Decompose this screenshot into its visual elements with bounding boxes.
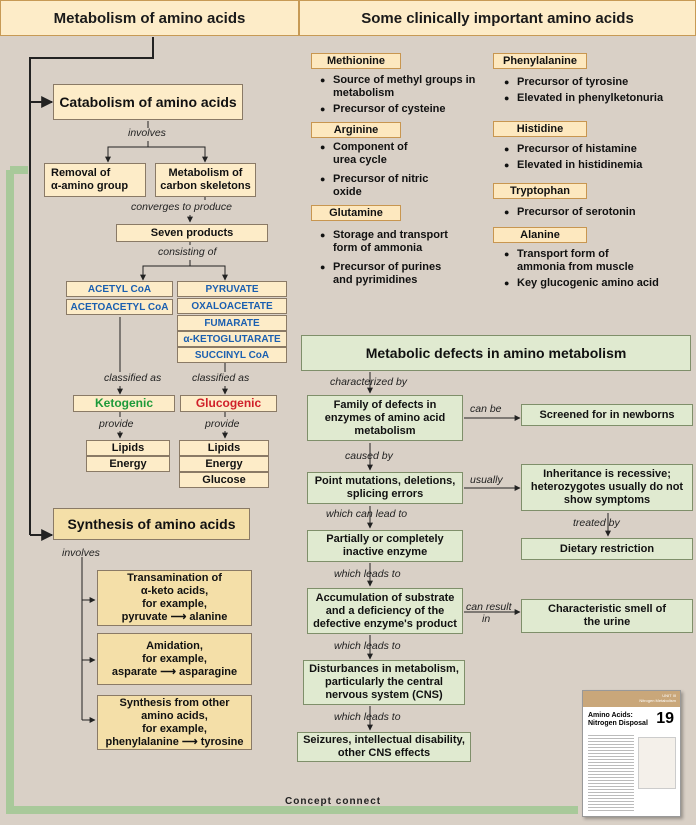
defects-title: Metabolic defects in amino metabolism — [301, 335, 691, 371]
point-mutations-box: Point mutations, deletions,splicing erro… — [307, 472, 463, 504]
leads-to-label-1: which leads to — [334, 568, 401, 580]
list-item: Component of urea cycle — [320, 141, 430, 167]
output-energy-left: Energy — [86, 456, 170, 472]
thumbnail-title: Amino Acids:Nitrogen Disposal — [588, 712, 648, 727]
catabolism-title: Catabolism of amino acids — [53, 84, 243, 120]
aa-arginine-list: Component of urea cycle Precursor of nit… — [320, 141, 430, 202]
aa-methionine-list: Source of methyl groups in metabolism Pr… — [320, 74, 490, 119]
list-item: Precursor of tyrosine — [504, 76, 684, 89]
product-oxaloacetate: OXALOACETATE — [177, 298, 287, 314]
caused-by-label: caused by — [345, 450, 393, 462]
converges-label: converges to produce — [131, 201, 232, 213]
seizures-box: Seizures, intellectual disability,other … — [297, 732, 471, 762]
list-item: Precursor of nitric oxide — [320, 173, 430, 199]
header-metabolism: Metabolism of amino acids — [0, 0, 299, 36]
synthesis-involves-label: involves — [62, 547, 100, 559]
list-item: Storage and transport form of ammonia — [320, 229, 460, 255]
aa-tryptophan: Tryptophan — [493, 183, 587, 199]
product-acetoacetyl-coa: ACETOACETYL CoA — [66, 299, 173, 315]
aa-phenylalanine: Phenylalanine — [493, 53, 587, 69]
leads-to-label-2: which leads to — [334, 640, 401, 652]
product-pyruvate: PYRUVATE — [177, 281, 287, 297]
list-item: Transport form of ammonia from muscle — [504, 248, 684, 274]
aa-alanine: Alanine — [493, 227, 587, 243]
aa-glutamine: Glutamine — [311, 205, 401, 221]
ketogenic-box: Ketogenic — [73, 395, 175, 412]
thumbnail-figure — [638, 737, 676, 789]
list-item: Precursor of serotonin — [504, 206, 684, 219]
usually-label: usually — [470, 474, 503, 486]
thumbnail-text-lines — [588, 733, 634, 811]
provide-label-right: provide — [205, 418, 240, 430]
synthesis-title: Synthesis of amino acids — [53, 508, 250, 540]
output-lipids-right: Lipids — [179, 440, 269, 456]
can-be-label: can be — [470, 403, 502, 415]
list-item: Precursor of histamine — [504, 143, 684, 156]
involves-label: involves — [128, 127, 166, 139]
screened-box: Screened for in newborns — [521, 404, 693, 426]
list-item: Elevated in phenylketonuria — [504, 92, 684, 105]
amidation-box: Amidation,for example, asparate ⟶ aspara… — [97, 633, 252, 685]
which-can-lead-label: which can lead to — [326, 508, 408, 520]
output-lipids-left: Lipids — [86, 440, 170, 456]
characterized-label: characterized by — [330, 376, 408, 388]
output-energy-right: Energy — [179, 456, 269, 472]
list-item: Precursor of cysteine — [320, 103, 490, 116]
aa-alanine-list: Transport form of ammonia from muscle Ke… — [504, 248, 684, 293]
aa-histidine: Histidine — [493, 121, 587, 137]
classified-label-left: classified as — [104, 372, 162, 384]
header-clinical-amino-acids: Some clinically important amino acids — [299, 0, 696, 36]
aa-phenylalanine-list: Precursor of tyrosine Elevated in phenyl… — [504, 76, 684, 108]
treated-by-label: treated by — [573, 517, 620, 529]
aa-histidine-list: Precursor of histamine Elevated in histi… — [504, 143, 684, 175]
thumbnail-chapter-number: 19 — [656, 710, 674, 727]
disturbances-box: Disturbances in metabolism,particularly … — [303, 660, 465, 705]
concept-connect-label: Concept connect — [285, 796, 382, 807]
consisting-label: consisting of — [158, 246, 217, 258]
list-item: Elevated in histidinemia — [504, 159, 684, 172]
classified-label-right: classified as — [192, 372, 250, 384]
aa-methionine: Methionine — [311, 53, 401, 69]
list-item: Precursor of purines and pyrimidines — [320, 261, 460, 287]
product-acetyl-coa: ACETYL CoA — [66, 281, 173, 297]
dietary-restriction-box: Dietary restriction — [521, 538, 693, 560]
seven-products-box: Seven products — [116, 224, 268, 242]
leads-to-label-3: which leads to — [334, 711, 401, 723]
product-fumarate: FUMARATE — [177, 315, 287, 331]
aa-tryptophan-list: Precursor of serotonin — [504, 206, 684, 222]
inheritance-box: Inheritance is recessive;heterozygotes u… — [521, 464, 693, 511]
list-item: Key glucogenic amino acid — [504, 277, 684, 290]
list-item: Source of methyl groups in metabolism — [320, 74, 490, 100]
product-alpha-ketoglutarate: α-KETOGLUTARATE — [177, 331, 287, 347]
aa-glutamine-list: Storage and transport form of ammonia Pr… — [320, 229, 460, 290]
glucogenic-box: Glucogenic — [180, 395, 277, 412]
output-glucose: Glucose — [179, 472, 269, 488]
product-succinyl-coa: SUCCINYL CoA — [177, 347, 287, 363]
aa-arginine: Arginine — [311, 122, 401, 138]
provide-label-left: provide — [99, 418, 134, 430]
